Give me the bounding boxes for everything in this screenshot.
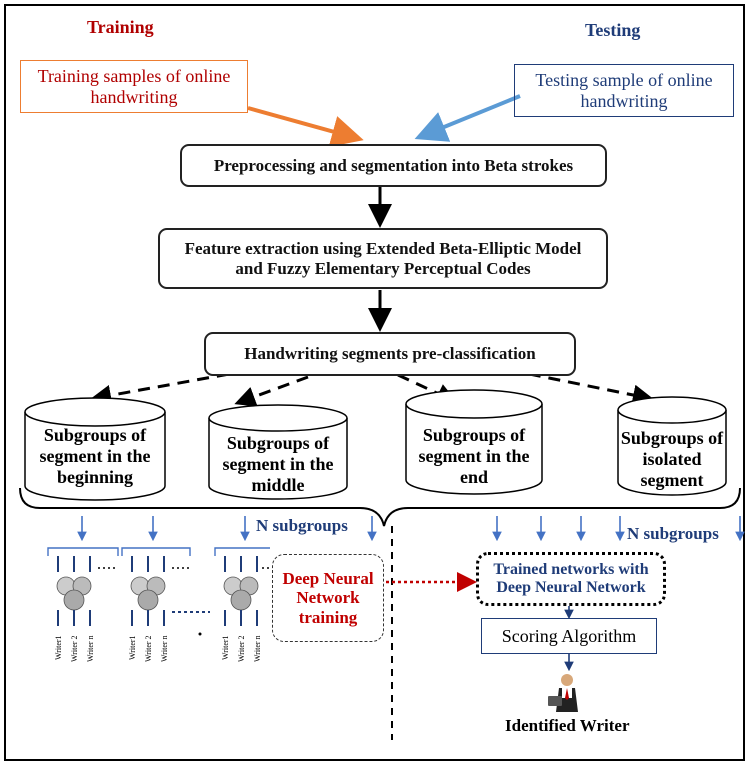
training-input-arrow: [247, 106, 364, 147]
writer-label-g1-2: Writer 2: [70, 635, 79, 662]
trained-networks-text: Trained networks with Deep Neural Networ…: [493, 560, 649, 596]
person-icon: [548, 674, 578, 712]
writer-label-g3-n: Writer n: [253, 635, 262, 662]
testing-sample-box: Testing sample of online handwriting: [514, 64, 734, 117]
preclassification-box: Handwriting segments pre-classification: [204, 332, 576, 376]
nn-dot: [198, 632, 202, 636]
writer-label-g2-2: Writer 2: [144, 635, 153, 662]
testing-down-arrows: [492, 516, 745, 542]
subgroup-end-label: Subgroups of segment in the end: [418, 425, 530, 488]
subgroup-middle-label: Subgroups of segment in the middle: [222, 433, 334, 496]
scoring-algorithm-text: Scoring Algorithm: [501, 625, 637, 646]
diagram-frame: [4, 4, 745, 761]
subgroup-beginning-label: Subgroups of segment in the beginning: [39, 425, 151, 488]
identified-writer-label: Identified Writer: [505, 716, 630, 735]
n-subgroups-testing-label: N subgroups: [627, 524, 719, 543]
training-samples-box: Training samples of online handwriting: [20, 60, 248, 113]
writer-label-g2-1: Writer1: [128, 635, 137, 660]
writer-label-g1-n: Writer n: [86, 635, 95, 662]
training-header: Training: [87, 17, 154, 37]
testing-header: Testing: [585, 20, 641, 40]
dnn-training-box: Deep Neural Network training: [272, 554, 384, 642]
writer-label-g1-1: Writer1: [54, 635, 63, 660]
preclassification-text: Handwriting segments pre-classification: [244, 344, 536, 364]
testing-input-arrow: [414, 94, 521, 142]
preprocessing-text: Preprocessing and segmentation into Beta…: [213, 155, 574, 175]
training-samples-text: Training samples of online handwriting: [37, 65, 231, 107]
nn-icons: [56, 556, 259, 626]
writer-label-g3-1: Writer1: [221, 635, 230, 660]
trained-networks-box: Trained networks with Deep Neural Networ…: [476, 552, 666, 606]
subgroup-cylinders: [24, 389, 727, 501]
grouping-brace: [19, 487, 741, 527]
nn-group-brackets: [47, 547, 270, 556]
feature-extraction-box: Feature extraction using Extended Beta-E…: [158, 228, 608, 289]
testing-sample-text: Testing sample of online handwriting: [535, 69, 713, 111]
preprocessing-box: Preprocessing and segmentation into Beta…: [180, 144, 607, 187]
subgroup-isolated-label: Subgroups of isolated segment: [620, 428, 724, 491]
writer-label-g2-n: Writer n: [160, 635, 169, 662]
training-down-arrows: [77, 516, 377, 542]
dnn-training-text: Deep Neural Network training: [282, 568, 374, 627]
scoring-algorithm-box: Scoring Algorithm: [481, 618, 657, 654]
feature-extraction-text: Feature extraction using Extended Beta-E…: [184, 238, 582, 278]
writer-label-g3-2: Writer 2: [237, 635, 246, 662]
n-subgroups-training-label: N subgroups: [256, 516, 348, 535]
